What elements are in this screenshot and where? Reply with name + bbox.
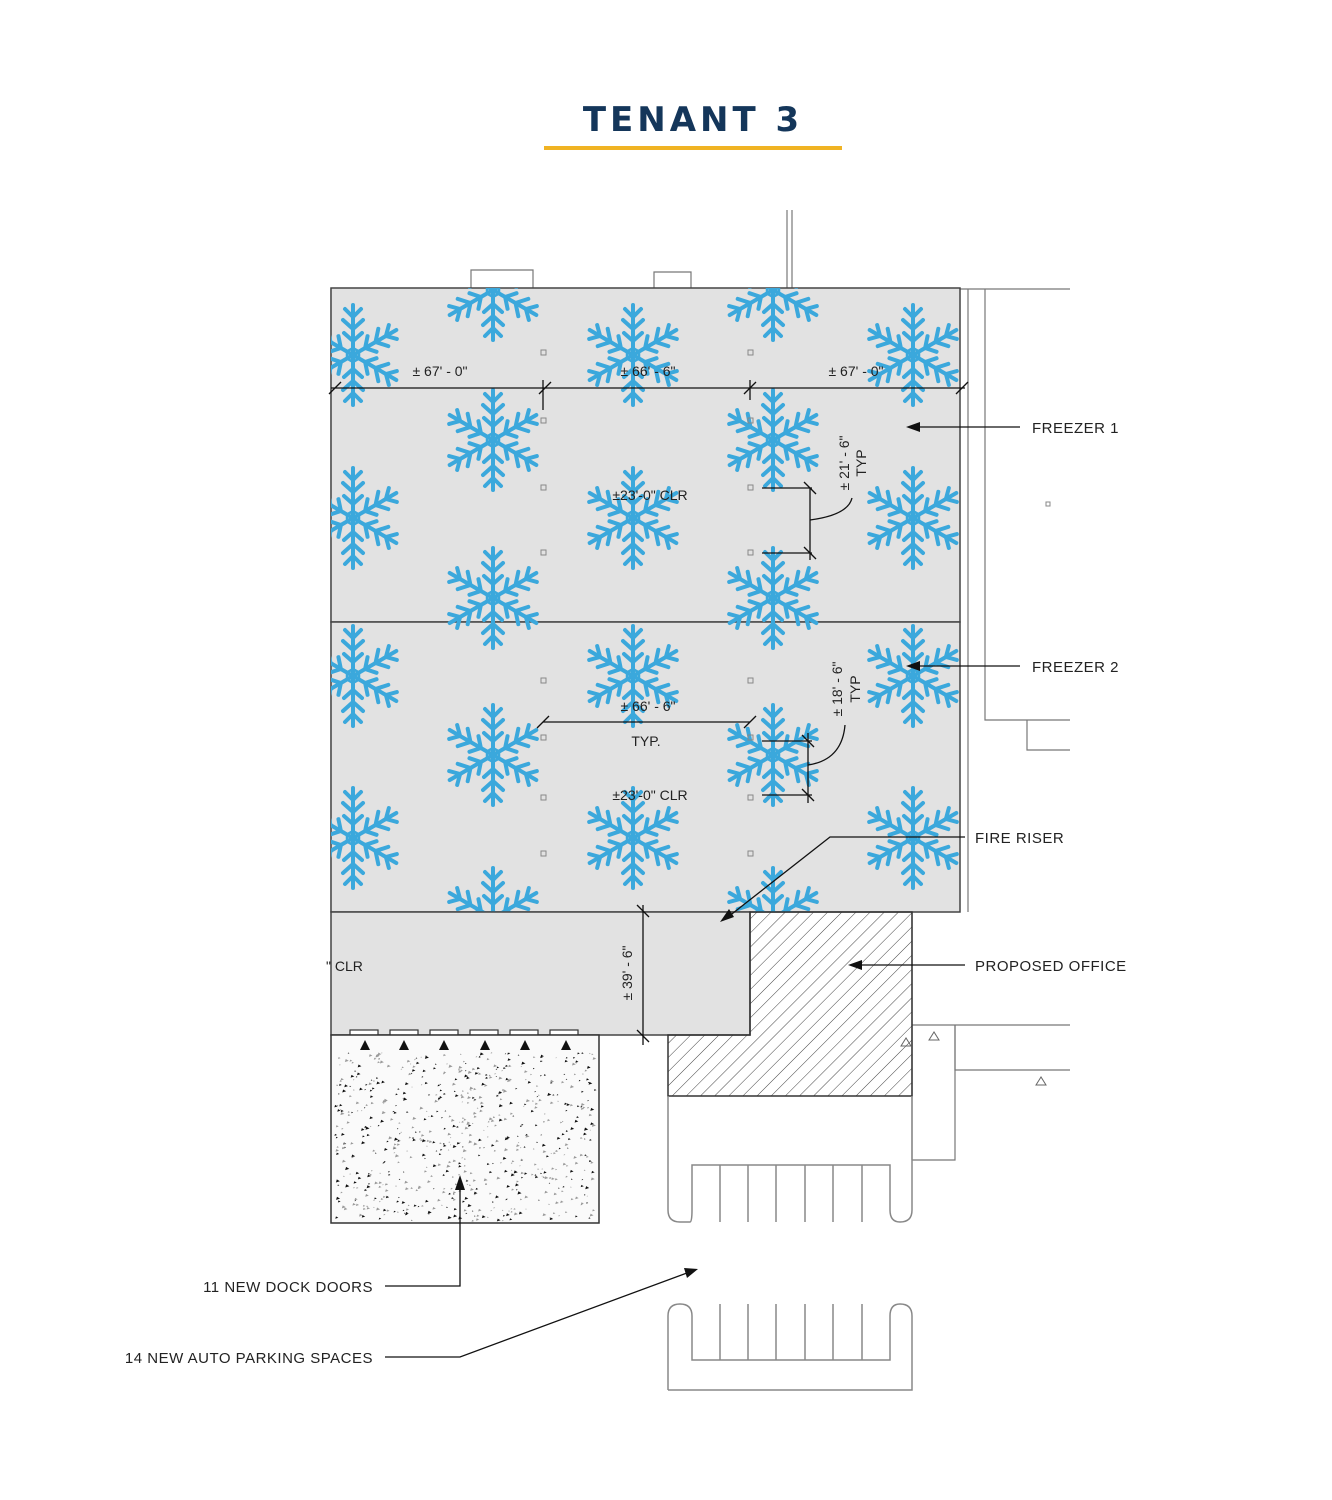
- dim-f1-bay-mid: ± 66' - 6": [620, 363, 675, 379]
- dock-area: [330, 911, 751, 1036]
- dim-f2-bay: ± 66' - 6": [620, 698, 675, 714]
- dim-dock-depth: ± 39' - 6": [619, 945, 635, 1000]
- label-proposed-office: PROPOSED OFFICE: [975, 958, 1127, 975]
- label-dock-doors: 11 NEW DOCK DOORS: [203, 1279, 373, 1296]
- title-underline: [544, 146, 842, 150]
- column-markers: [540, 349, 1051, 857]
- dimension-lines: [328, 380, 969, 1045]
- dim-f2-column-typ: TYP: [847, 675, 863, 702]
- truck-court-texture: [334, 1052, 597, 1222]
- leader-lines: [385, 426, 1020, 1358]
- outline-triangles: [900, 1031, 1047, 1086]
- leader-arrowheads: [455, 422, 920, 1278]
- label-fire-riser: FIRE RISER: [975, 830, 1064, 847]
- dim-f1-bay-right: ± 67' - 0": [828, 363, 883, 379]
- dock-door-markers: [360, 1040, 571, 1050]
- page-title: TENANT 3: [582, 100, 804, 140]
- label-freezer-2: FREEZER 2: [1032, 659, 1119, 676]
- dim-f2-column: ± 18' - 6": [829, 661, 845, 716]
- parking-lot: [667, 1096, 913, 1391]
- dim-f1-column: ± 21' - 6": [836, 435, 852, 490]
- dim-dock-clear: " CLR: [326, 958, 363, 974]
- label-parking: 14 NEW AUTO PARKING SPACES: [125, 1350, 373, 1367]
- dim-f1-bay-left: ± 67' - 0": [412, 363, 467, 379]
- dim-f2-bay-typ: TYP.: [631, 733, 660, 749]
- dim-f2-clear: ±23'-0" CLR: [612, 787, 687, 803]
- label-freezer-1: FREEZER 1: [1032, 420, 1119, 437]
- dim-f1-column-typ: TYP: [853, 449, 869, 476]
- dim-f1-clear: ±23'-0" CLR: [612, 487, 687, 503]
